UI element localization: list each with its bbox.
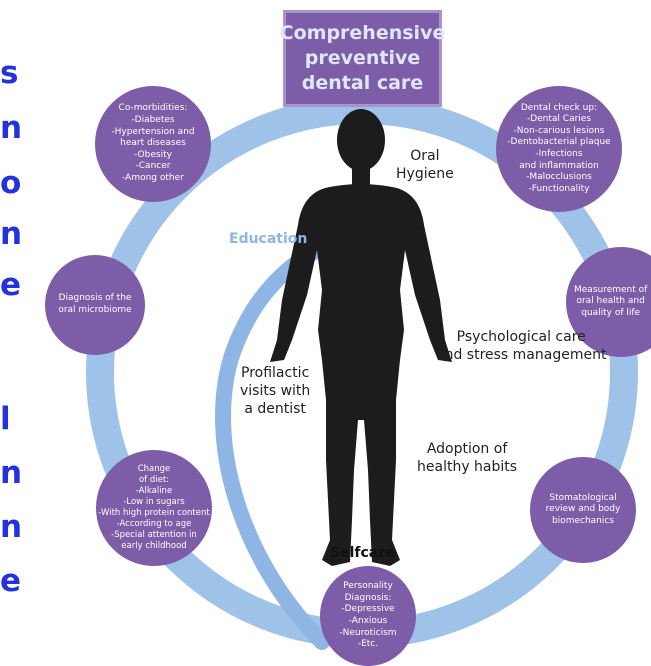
node-microbiome: Diagnosis of the oral microbiome	[45, 255, 145, 355]
label-education: Education	[229, 231, 308, 247]
label-psychological-care: Psychological care and stress management	[436, 329, 607, 363]
title-box: Comprehensive preventive dental care	[280, 10, 445, 107]
label-profilactic-visits: Profilactic visits with a dentist	[240, 365, 311, 417]
node-diet-text: Change of diet: -Alkaline -Low in sugars…	[98, 464, 210, 551]
left-partial-letter: n	[0, 509, 23, 545]
left-partial-letter: n	[0, 455, 23, 491]
left-partial-letter: s	[0, 55, 19, 91]
label-selfcare: Selfcare	[330, 545, 395, 561]
node-comorbidities-text: Co-morbidities: -Diabetes -Hypertension …	[111, 103, 195, 183]
left-partial-letter: o	[0, 165, 22, 201]
node-comorbidities: Co-morbidities: -Diabetes -Hypertension …	[95, 86, 211, 202]
left-partial-letter: l	[0, 401, 11, 437]
label-oral-hygiene: Oral Hygiene	[396, 148, 454, 182]
left-partial-letter: n	[0, 110, 23, 146]
node-stomatological-text: Stomatological review and body biomechan…	[545, 492, 621, 526]
node-microbiome-text: Diagnosis of the oral microbiome	[58, 293, 132, 315]
node-dental-checkup-text: Dental check up: -Dental Caries -Non-car…	[507, 102, 611, 194]
diagram-title: Comprehensive preventive dental care	[279, 22, 446, 94]
node-personality-text: Personality Diagnosis: -Depressive -Anxi…	[339, 581, 397, 650]
left-partial-letter: e	[0, 267, 22, 303]
node-personality: Personality Diagnosis: -Depressive -Anxi…	[320, 566, 416, 666]
label-healthy-habits: Adoption of healthy habits	[417, 441, 518, 475]
left-partial-letter: e	[0, 563, 22, 599]
node-measurement: Measurement of oral health and quality o…	[566, 247, 651, 357]
left-partial-letter: n	[0, 216, 23, 252]
node-measurement-text: Measurement of oral health and quality o…	[574, 284, 648, 318]
human-silhouette	[270, 109, 452, 566]
node-dental-checkup: Dental check up: -Dental Caries -Non-car…	[496, 86, 622, 212]
node-diet: Change of diet: -Alkaline -Low in sugars…	[96, 450, 212, 566]
node-stomatological: Stomatological review and body biomechan…	[530, 457, 636, 563]
